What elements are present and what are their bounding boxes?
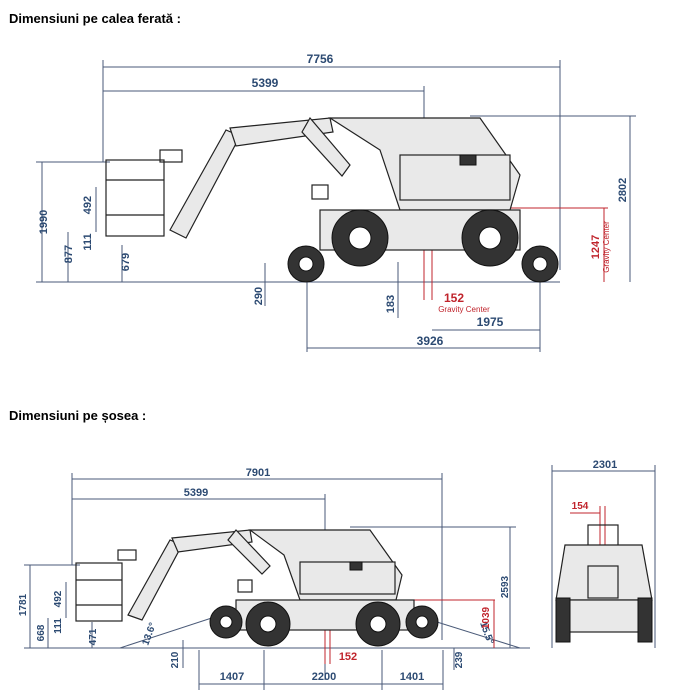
road-platform-low: 471 <box>88 628 99 645</box>
rail-gravity-offset: 152 <box>444 291 464 305</box>
rail-platform-low: 679 <box>120 253 132 271</box>
road-approach-angle: 13.6° <box>140 621 158 647</box>
rail-overall-length: 7756 <box>307 52 334 66</box>
road-width-total: 2301 <box>593 459 617 471</box>
road-lateral-offset: 154 <box>572 501 589 512</box>
road-platform-height: 492 <box>53 590 64 607</box>
road-rear-overhang: 1401 <box>400 671 424 683</box>
rail-machine-outline <box>105 116 559 283</box>
rail-gravity-label-vertical: Gravity Center <box>602 221 611 273</box>
rail-rear-to-center: 1975 <box>477 315 504 329</box>
road-gravity-offset: 152 <box>339 651 357 663</box>
road-drawing: 7901 5399 1781 668 492 111 471 13.6° 15.… <box>18 467 530 690</box>
rail-platform-floor: 877 <box>63 245 75 263</box>
rail-wheel-height: 290 <box>253 287 265 305</box>
rail-boom-reach: 5399 <box>252 76 279 90</box>
rail-gravity-label: Gravity Center <box>438 305 490 314</box>
rail-platform-step: 111 <box>82 233 94 250</box>
road-wheelbase: 2200 <box>312 671 336 683</box>
rail-platform-height: 492 <box>82 196 94 214</box>
road-height-platform-top: 1781 <box>18 593 29 616</box>
road-rear-height: 239 <box>454 651 465 668</box>
rail-ground-clearance: 183 <box>385 295 397 313</box>
road-platform-floor: 668 <box>36 624 47 641</box>
road-overall-length: 7901 <box>246 467 270 479</box>
road-front-view: 2301 154 <box>551 459 656 648</box>
front-view-machine-outline <box>555 524 653 643</box>
rail-height-total: 2802 <box>617 178 629 202</box>
road-platform-step: 111 <box>53 618 64 634</box>
rail-height-platform-top: 1990 <box>38 210 50 234</box>
road-boom-reach: 5399 <box>184 487 208 499</box>
rail-section-title: Dimensiuni pe calea ferată : <box>9 11 181 26</box>
road-height-total: 2593 <box>500 575 511 598</box>
rail-wheelbase-total: 3926 <box>417 334 444 348</box>
road-section-title: Dimensiuni pe șosea : <box>9 408 147 423</box>
road-gravity-height: 1039 <box>481 606 492 629</box>
rail-drawing: 7756 5399 1990 877 492 111 679 2802 290 … <box>36 52 636 352</box>
road-machine-outline <box>75 529 439 647</box>
road-rail-wheel-height: 210 <box>170 651 181 668</box>
rail-gravity-height: 1247 <box>590 235 602 259</box>
road-front-overhang: 1407 <box>220 671 244 683</box>
